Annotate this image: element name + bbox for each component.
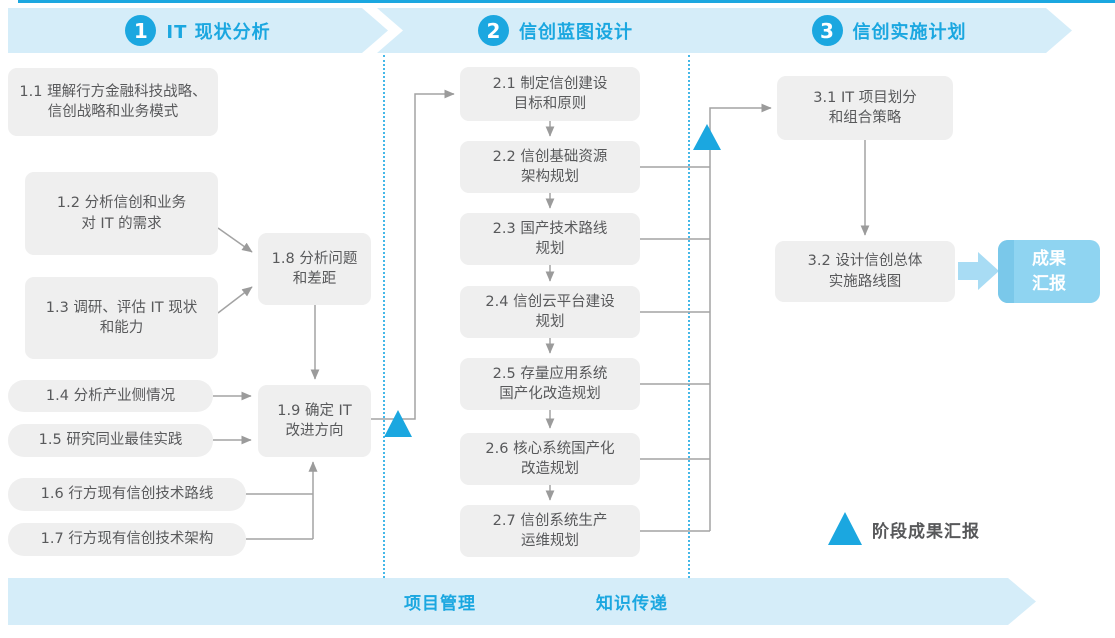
- process-box-label-1.5: 1.5 研究同业最佳实践: [38, 432, 183, 449]
- process-box-label-2.1: 2.1 制定信创建设 目标和原则: [492, 75, 608, 112]
- process-box-2.3: 2.3 国产技术路线 规划: [460, 213, 640, 265]
- process-box-label-2.7: 2.7 信创系统生产 运维规划: [492, 512, 608, 549]
- phase-number-badge-1: 1: [125, 15, 156, 46]
- result-report-box: 成果 汇报: [998, 240, 1100, 303]
- process-box-label-2.5: 2.5 存量应用系统 国产化改造规划: [492, 365, 608, 402]
- process-box-1.5: 1.5 研究同业最佳实践: [8, 424, 213, 457]
- phase-number-badge-3: 3: [812, 15, 843, 46]
- process-box-label-1.6: 1.6 行方现有信创技术路线: [40, 486, 214, 503]
- process-box-1.4: 1.4 分析产业侧情况: [8, 380, 213, 412]
- bottom-banner-item-project-management: 项目管理: [404, 594, 476, 614]
- phase-separator-dotted-line-2: [688, 55, 690, 578]
- process-box-label-3.2: 3.2 设计信创总体 实施路线图: [807, 253, 923, 290]
- process-box-label-2.6: 2.6 核心系统国产化 改造规划: [485, 440, 615, 477]
- phase-title-2: 信创蓝图设计: [519, 21, 633, 43]
- phase-title-3: 信创实施计划: [852, 21, 967, 43]
- process-box-1.3: 1.3 调研、评估 IT 现状 和能力: [25, 277, 218, 359]
- milestone-triangle-phase1-icon: [384, 410, 412, 437]
- phase-title-1: IT 现状分析: [166, 21, 271, 43]
- process-box-1.9: 1.9 确定 IT 改进方向: [258, 385, 371, 457]
- process-box-2.4: 2.4 信创云平台建设 规划: [460, 286, 640, 338]
- process-box-label-2.3: 2.3 国产技术路线 规划: [492, 220, 608, 257]
- connector-1-9-to-2-1: [371, 89, 455, 420]
- process-box-label-1.7: 1.7 行方现有信创技术架构: [40, 531, 214, 548]
- process-box-label-3.1: 3.1 IT 项目划分 和组合策略: [813, 89, 917, 126]
- result-report-box-accent-strip: [998, 240, 1014, 303]
- phase-banner-1: 1 IT 现状分析: [8, 8, 388, 53]
- process-box-2.1: 2.1 制定信创建设 目标和原则: [460, 67, 640, 121]
- process-box-2.2: 2.2 信创基础资源 架构规划: [460, 141, 640, 193]
- process-box-label-1.4: 1.4 分析产业侧情况: [45, 387, 176, 404]
- process-box-label-1.9: 1.9 确定 IT 改进方向: [277, 402, 352, 439]
- process-box-label-2.4: 2.4 信创云平台建设 规划: [485, 293, 615, 330]
- connector-collector-to-3-1: [709, 103, 772, 531]
- phase-number: 2: [486, 18, 501, 43]
- process-box-1.1: 1.1 理解行方金融科技战略、 信创战略和业务模式: [8, 68, 218, 136]
- phase-separator-dotted-line-1: [383, 55, 385, 578]
- process-box-label-1.2: 1.2 分析信创和业务 对 IT 的需求: [56, 195, 187, 232]
- phase-banner-2: 2 信创蓝图设计: [377, 8, 716, 53]
- result-fat-arrow: [958, 252, 999, 290]
- process-box-1.8: 1.8 分析问题 和差距: [258, 233, 371, 305]
- process-box-1.6: 1.6 行方现有信创技术路线: [8, 478, 246, 511]
- connector-1-3-to-1-8: [217, 286, 253, 314]
- phase-number-badge-2: 2: [478, 15, 509, 46]
- top-accent-line: [18, 0, 1115, 3]
- process-box-2.7: 2.7 信创系统生产 运维规划: [460, 505, 640, 557]
- phase-number: 3: [820, 18, 834, 43]
- process-box-label-1.1: 1.1 理解行方金融科技战略、 信创战略和业务模式: [19, 83, 207, 120]
- milestone-triangle-phase2-icon: [693, 124, 721, 150]
- result-report-label: 成果 汇报: [1032, 248, 1066, 294]
- process-box-label-1.8: 1.8 分析问题 和差距: [271, 250, 358, 287]
- connector-1-2-to-1-8: [217, 227, 253, 253]
- bottom-banner-item-knowledge-transfer: 知识传递: [596, 594, 668, 614]
- process-box-1.7: 1.7 行方现有信创技术架构: [8, 523, 246, 556]
- legend-label: 阶段成果汇报: [872, 522, 980, 542]
- phase-number: 1: [133, 18, 148, 43]
- process-box-label-1.3: 1.3 调研、评估 IT 现状 和能力: [45, 299, 198, 336]
- legend-triangle-icon: [828, 512, 862, 545]
- process-box-2.5: 2.5 存量应用系统 国产化改造规划: [460, 358, 640, 410]
- phase-banner-3: 3 信创实施计划: [688, 8, 1072, 53]
- process-box-label-2.2: 2.2 信创基础资源 架构规划: [492, 148, 608, 185]
- process-box-1.2: 1.2 分析信创和业务 对 IT 的需求: [25, 172, 218, 255]
- bottom-banner: 项目管理 知识传递: [8, 578, 1036, 625]
- process-box-3.2: 3.2 设计信创总体 实施路线图: [775, 241, 955, 302]
- process-box-3.1: 3.1 IT 项目划分 和组合策略: [777, 76, 953, 140]
- process-box-2.6: 2.6 核心系统国产化 改造规划: [460, 433, 640, 485]
